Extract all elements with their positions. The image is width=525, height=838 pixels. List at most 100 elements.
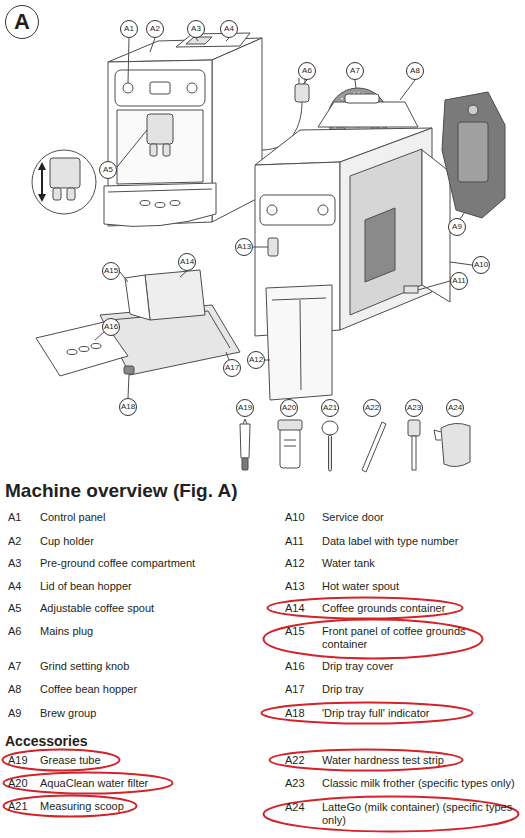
part-code: A14	[285, 602, 305, 615]
callout-number: A1	[120, 20, 138, 38]
water-tank	[266, 285, 332, 400]
callout-number: A2	[146, 20, 164, 38]
leader-line	[95, 271, 229, 398]
callout-number: A7	[346, 62, 364, 80]
section-heading: Accessories	[5, 733, 88, 749]
arrow-head	[38, 162, 46, 170]
part-code: A7	[8, 660, 21, 673]
part-code: A24	[285, 801, 305, 814]
part-code: A2	[8, 535, 21, 548]
callout-number: A12	[247, 351, 265, 369]
part-name: Cup holder	[40, 535, 94, 548]
part-code: A17	[285, 683, 305, 696]
callout-number-text: A16	[104, 323, 118, 331]
callout-number-text: A4	[224, 25, 234, 33]
part-code: A8	[8, 683, 21, 696]
part-code: A16	[285, 660, 305, 673]
red-ellipse	[3, 750, 120, 771]
part-name: Water tank	[322, 557, 375, 570]
callout-number: A23	[405, 399, 423, 417]
preground-compartment	[186, 37, 212, 44]
data-label	[404, 286, 418, 293]
highlight-ellipse: A24LatteGo (milk container) (specific ty…	[262, 795, 520, 833]
red-ellipse	[268, 598, 463, 619]
spout-nozzle	[150, 144, 157, 156]
frother-tube	[412, 436, 416, 470]
callout-number: A5	[99, 161, 117, 179]
part-code: A9	[8, 707, 21, 720]
tray-marker	[170, 201, 180, 206]
filter-cap	[278, 420, 302, 430]
tray-marker	[91, 344, 101, 349]
callout-number: A15	[102, 262, 120, 280]
tray-edge	[108, 189, 212, 192]
callout-number-text: A3	[191, 25, 201, 33]
grease-tube	[240, 424, 250, 458]
callout-number-text: A19	[238, 404, 252, 412]
part-code: A20	[8, 777, 28, 790]
part-name: Water hardness test strip	[322, 754, 444, 767]
highlight-ellipse: A22Water hardness test strip	[268, 748, 464, 772]
part-name: Measuring scoop	[40, 800, 124, 813]
part-code: A1	[8, 511, 21, 524]
panel-button	[318, 205, 328, 215]
tray-full-indicator	[124, 366, 134, 374]
callout-number-text: A21	[323, 404, 337, 412]
callout-number-text: A11	[452, 277, 466, 285]
part-code: A10	[285, 511, 305, 524]
callout-number: A6	[298, 62, 316, 80]
callout-number: A20	[280, 399, 298, 417]
figure-letter: A	[5, 5, 39, 39]
panel-button	[267, 205, 277, 215]
callout-number-text: A14	[180, 258, 194, 266]
part-name: Drip tray	[322, 683, 364, 696]
part-name: Front panel of coffee grounds container	[322, 625, 482, 651]
highlight-ellipse: A19Grease tube	[1, 748, 121, 772]
callout-number: A18	[119, 398, 137, 416]
highlight-ellipse: A21 Measuring scoop	[2, 794, 138, 818]
hopper-lid	[345, 94, 379, 103]
spout-nozzle	[163, 144, 170, 156]
callout-number-text: A2	[150, 25, 160, 33]
callout-number: A19	[236, 399, 254, 417]
callout-number-text: A17	[225, 364, 239, 372]
measuring-scoop	[322, 421, 338, 435]
part-name: Control panel	[40, 511, 105, 524]
part-name: Hot water spout	[322, 580, 399, 593]
part-name: Service door	[322, 511, 384, 524]
part-name: Brew group	[40, 707, 96, 720]
callout-number-text: A18	[121, 403, 135, 411]
adjust-arrow	[41, 168, 43, 196]
ellipse-outline	[262, 795, 520, 833]
part-code: A6	[8, 625, 21, 638]
arrow-head	[38, 194, 46, 202]
panel-button	[123, 83, 133, 93]
spout-detail	[50, 158, 80, 188]
callout-number: A8	[406, 62, 424, 80]
spout-nozzle	[53, 188, 61, 200]
mains-plug	[295, 84, 309, 102]
part-name: Lid of bean hopper	[40, 580, 132, 593]
part-name: Grease tube	[40, 754, 101, 767]
test-strip	[362, 422, 386, 472]
part-code: A5	[8, 602, 21, 615]
service-opening	[350, 149, 422, 315]
part-name: Drip tray cover	[322, 660, 394, 673]
panel-display	[150, 82, 170, 94]
part-code: A21	[8, 800, 28, 813]
part-code: A18	[285, 707, 305, 720]
callout-number: A9	[448, 218, 466, 236]
drip-tray	[104, 183, 216, 226]
callout-number-text: A10	[474, 261, 488, 269]
hopper-lid	[176, 33, 250, 47]
detail-inset	[32, 150, 96, 214]
highlight-ellipse: A18'Drip tray full' indicator	[260, 701, 474, 725]
callout-number: A21	[321, 399, 339, 417]
part-name: Coffee bean hopper	[40, 683, 137, 696]
highlight-ellipse: A20AquaClean water filter	[2, 771, 174, 795]
callout-number-text: A15	[104, 267, 118, 275]
lattego-spout	[434, 430, 441, 440]
part-code: A4	[8, 580, 21, 593]
spout-nozzle	[67, 188, 75, 200]
